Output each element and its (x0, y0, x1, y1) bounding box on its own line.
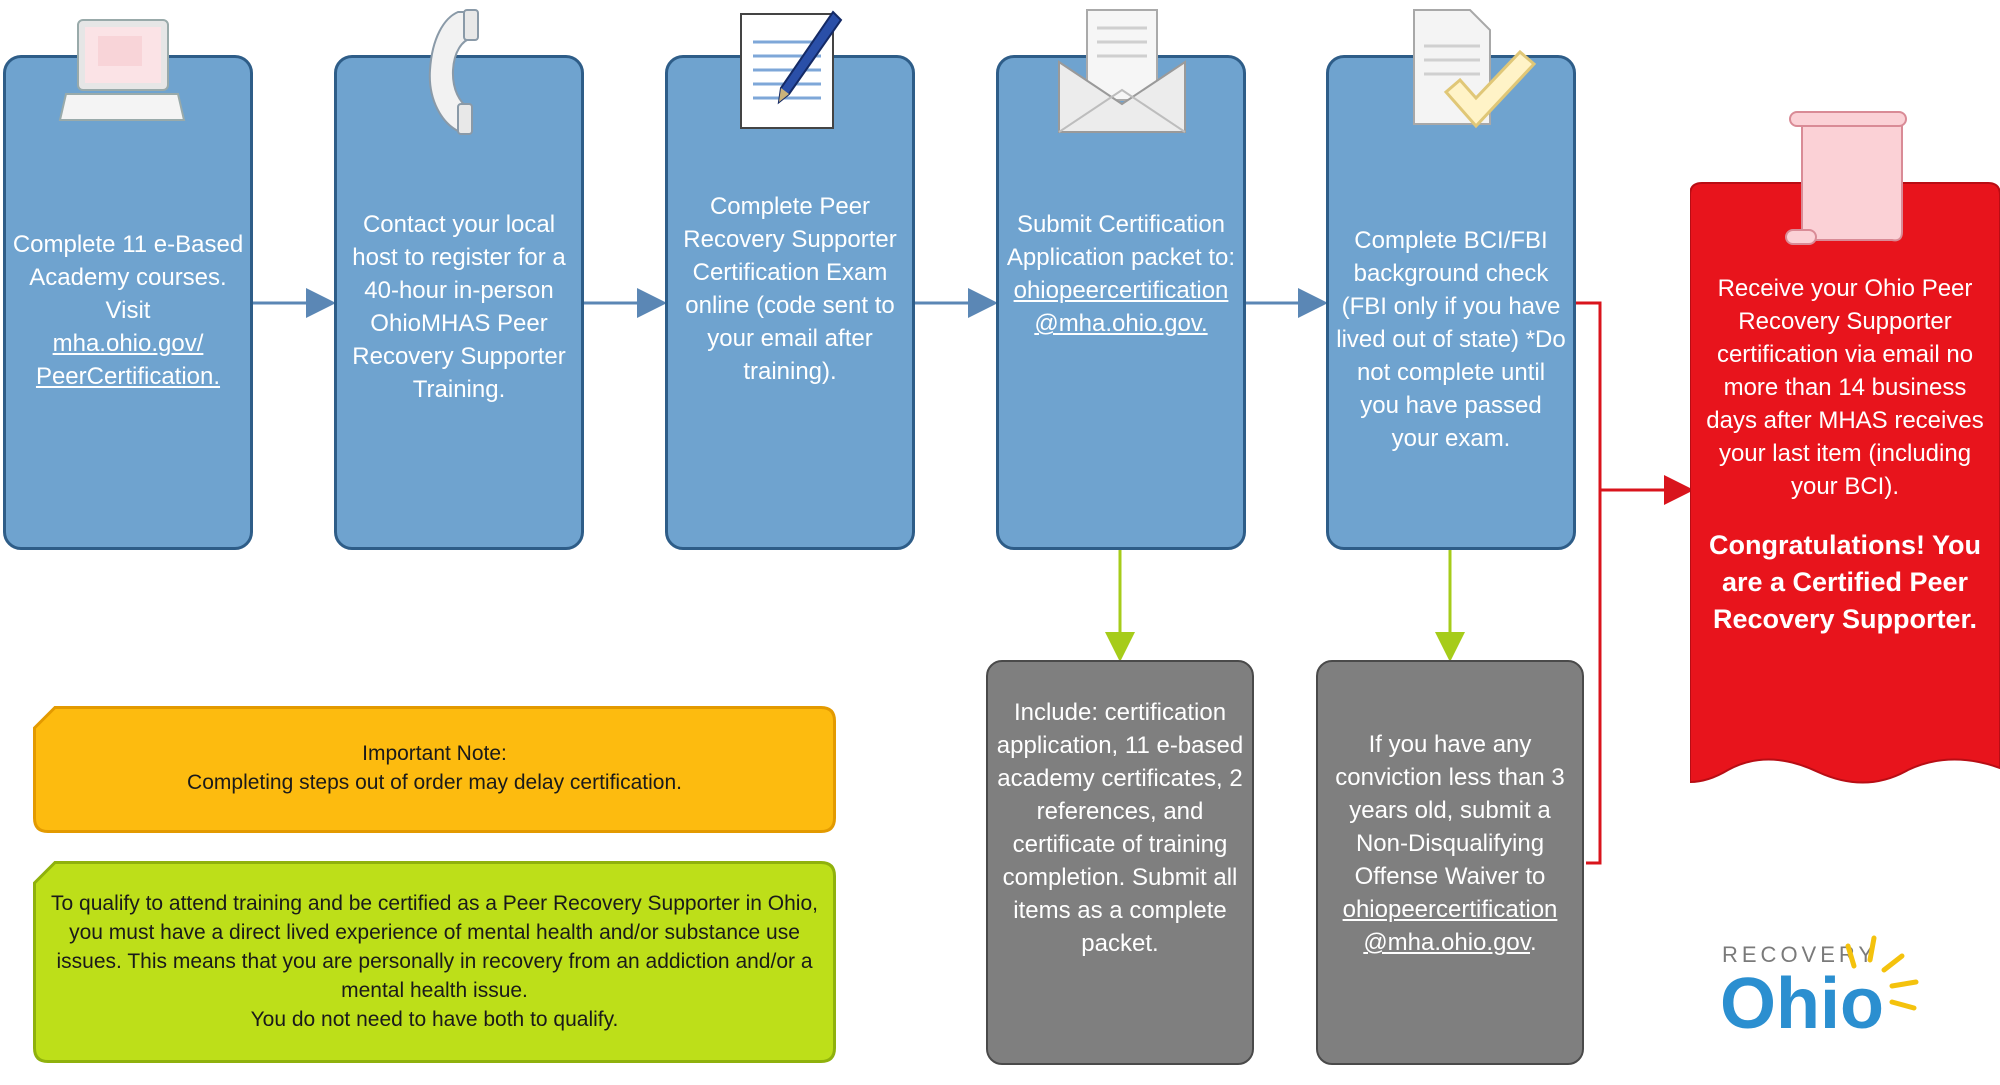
laptop-icon (58, 19, 186, 121)
envelope-icon (1058, 9, 1186, 133)
important-note: Important Note: Completing steps out of … (33, 706, 836, 833)
recovery-ohio-logo: RECOVERY Ohio (1720, 935, 1950, 1050)
important-note-title: Important Note: (362, 742, 507, 765)
qualify-note-shape (33, 861, 836, 1063)
step-1-box: Complete 11 e-Based Academy courses. Vis… (3, 55, 253, 550)
red-connector (1576, 301, 1602, 865)
step-3-text: Complete Peer Recovery Supporter Certifi… (683, 193, 897, 385)
scroll-icon (1785, 111, 1907, 245)
step-4-text: Submit Certification Application packet … (1006, 211, 1236, 337)
waiver-email-link[interactable]: ohiopeercertification @mha.ohio.gov (1342, 896, 1558, 956)
important-note-shape (33, 706, 836, 833)
step-3-box: Complete Peer Recovery Supporter Certifi… (665, 55, 915, 550)
document-check-icon (1413, 9, 1537, 129)
step-1-text: Complete 11 e-Based Academy courses. Vis… (12, 231, 244, 390)
qualify-note-text: To qualify to attend training and be cer… (51, 892, 818, 1002)
detail-packet-text: Include: certification application, 11 e… (996, 699, 1244, 957)
logo-ohio-word: Ohio (1720, 964, 1884, 1044)
qualify-note: To qualify to attend training and be cer… (33, 861, 836, 1063)
detail-packet-box: Include: certification application, 11 e… (986, 660, 1254, 1065)
submit-email-link[interactable]: ohiopeercertification @mha.ohio.gov. (1013, 277, 1229, 337)
final-ribbon (1690, 111, 2000, 784)
step-2-box: Contact your local host to register for … (334, 55, 584, 550)
detail-waiver-text: If you have any conviction less than 3 y… (1335, 731, 1565, 956)
document-pen-icon (740, 10, 843, 129)
final-text-block: Receive your Ohio Peer Recovery Supporte… (1702, 272, 1988, 638)
step-4-box: Submit Certification Application packet … (996, 55, 1246, 550)
step-5-text: Complete BCI/FBI background check (FBI o… (1336, 227, 1566, 452)
final-congrats-text: Congratulations! You are a Certified Pee… (1709, 530, 1981, 634)
phone-icon (428, 9, 479, 135)
step-2-text: Contact your local host to register for … (352, 211, 566, 403)
sun-rays-icon (1845, 935, 1919, 1011)
peer-certification-link[interactable]: mha.ohio.gov/ PeerCertification. (35, 330, 221, 390)
important-note-text: Completing steps out of order may delay … (187, 771, 682, 794)
detail-waiver-box: If you have any conviction less than 3 y… (1316, 660, 1584, 1065)
qualify-note-text-2: You do not need to have both to qualify. (250, 1008, 619, 1031)
final-receive-text: Receive your Ohio Peer Recovery Supporte… (1706, 275, 1984, 500)
